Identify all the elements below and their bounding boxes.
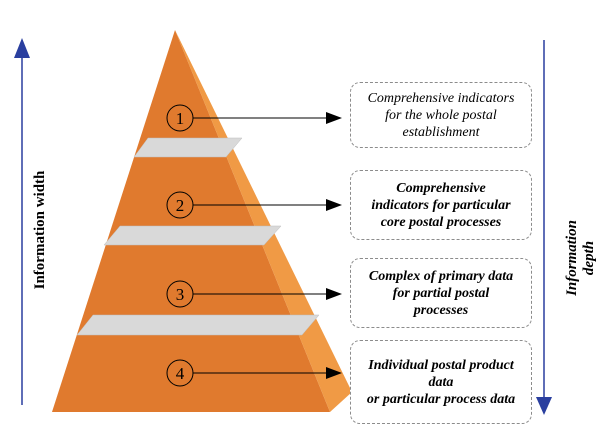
information-depth-arrow xyxy=(536,40,552,415)
level-4-description: Individual postal product data or partic… xyxy=(350,340,532,424)
level-4-text: Individual postal product data or partic… xyxy=(366,357,516,407)
svg-text:Information: Information xyxy=(564,220,580,297)
level-separator-1 xyxy=(133,137,243,158)
information-width-label: Information width xyxy=(32,170,48,289)
level-separator-3 xyxy=(76,314,320,336)
level-separator-2 xyxy=(103,225,282,246)
level-2-number: 2 xyxy=(176,196,185,215)
level-3-description: Complex of primary data for partial post… xyxy=(350,258,532,328)
information-depth-label: Information depth xyxy=(564,220,597,297)
connector-arrow-4 xyxy=(193,367,342,379)
level-3-text: Complex of primary data for partial post… xyxy=(368,268,514,318)
pyramid-front-face xyxy=(52,30,330,412)
level-3-number: 3 xyxy=(176,285,185,304)
level-2-text: Comprehensive indicators for particular … xyxy=(371,180,511,230)
connector-arrow-2 xyxy=(193,199,342,211)
svg-text:depth: depth xyxy=(581,241,597,275)
level-1-text: Comprehensive indicators for the whole p… xyxy=(367,90,515,140)
level-1-number: 1 xyxy=(176,109,185,128)
level-1-description: Comprehensive indicators for the whole p… xyxy=(350,82,532,148)
connector-arrow-3 xyxy=(193,288,342,300)
level-2-description: Comprehensive indicators for particular … xyxy=(350,170,532,240)
pyramid xyxy=(52,30,352,412)
information-width-arrow xyxy=(14,38,30,405)
connector-arrow-1 xyxy=(193,112,342,124)
level-4-number: 4 xyxy=(176,364,185,383)
